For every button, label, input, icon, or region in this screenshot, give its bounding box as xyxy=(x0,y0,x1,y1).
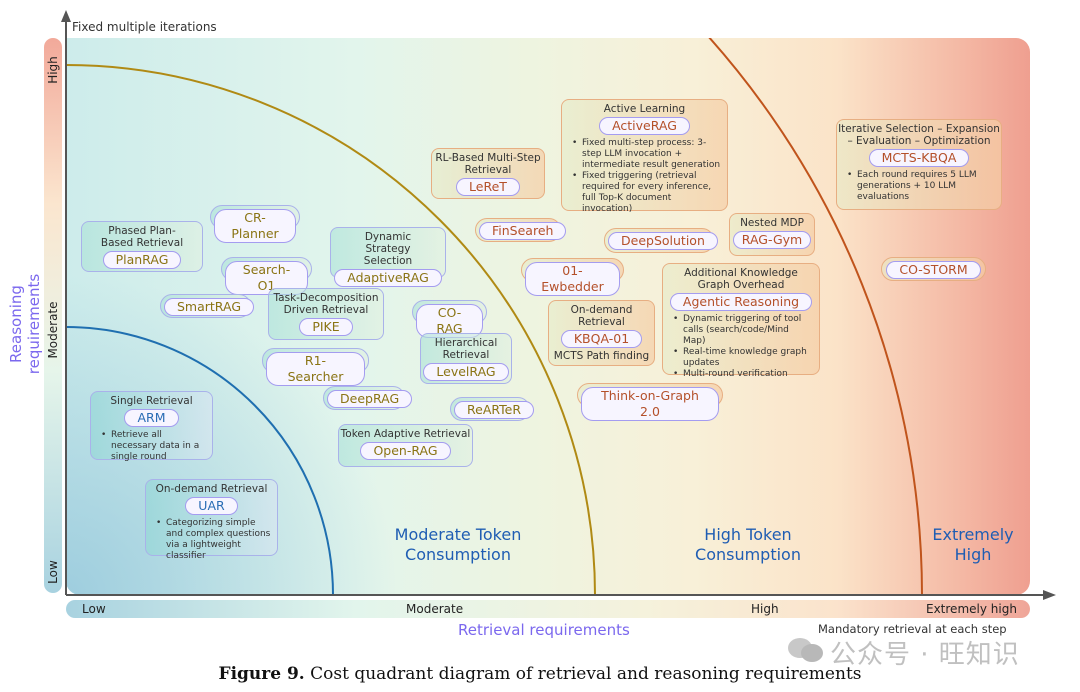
method-box-ewbedder: 01-Ewbedder xyxy=(521,258,624,296)
moderate-cost-boundary xyxy=(66,64,596,595)
method-box-finseareh: FinSeareh xyxy=(475,218,567,242)
x-level-bar xyxy=(66,600,1030,618)
y-tick-high: High xyxy=(46,56,60,84)
low-cost-boundary xyxy=(66,326,334,595)
figure-caption: Figure 9. Cost quadrant diagram of retri… xyxy=(218,664,862,684)
watermark: 公众号 · 旺知识 xyxy=(830,640,1020,670)
method-box-r1searcher: R1-Searcher xyxy=(262,348,369,386)
x-tick-moderate: Moderate xyxy=(406,602,464,616)
y-level-bar xyxy=(44,38,62,593)
y-axis-title: Reasoning requirements xyxy=(7,273,43,375)
method-box-mctskbqa: Iterative Selection – Expansion – Evalua… xyxy=(836,119,1002,210)
high-cost-boundary xyxy=(708,38,923,595)
method-box-arm: Single RetrievalARMRetrieve all necessar… xyxy=(90,391,213,462)
y-axis-arrow xyxy=(61,10,71,22)
method-box-smartrag: SmartRAG xyxy=(160,294,255,318)
x-axis-note: Mandatory retrieval at each step xyxy=(818,622,1007,636)
y-tick-low: Low xyxy=(46,560,60,584)
method-box-activerag: Active LearningActiveRAGFixed multi-step… xyxy=(561,99,728,214)
method-box-crplanner: CR-Planner xyxy=(210,205,300,243)
x-axis-arrow xyxy=(1043,590,1056,600)
method-box-costorm: CO-STORM xyxy=(881,257,986,281)
cost-boundaries xyxy=(66,38,923,595)
x-tick-low: Low xyxy=(82,602,106,616)
method-box-deepsolution: DeepSolution xyxy=(604,228,718,253)
y-tick-moderate: Moderate xyxy=(46,301,60,359)
wechat-icon xyxy=(786,636,826,664)
method-box-think-on-graph: Think-on-Graph 2.0 xyxy=(577,383,723,421)
x-tick-extremely-high: Extremely high xyxy=(926,602,1017,616)
method-box-uar: On-demand RetrievalUARCategorizing simpl… xyxy=(145,479,278,561)
x-tick-high: High xyxy=(751,602,779,616)
method-box-corag: CO-RAG xyxy=(412,300,487,338)
x-axis-title: Retrieval requirements xyxy=(458,621,630,639)
method-box-deeprag: DeepRAG xyxy=(323,386,413,410)
method-box-rearter: ReARTeR xyxy=(450,397,535,421)
y-axis-top-label: Fixed multiple iterations xyxy=(72,20,217,34)
method-box-searcho1: Search-O1 xyxy=(221,257,312,295)
